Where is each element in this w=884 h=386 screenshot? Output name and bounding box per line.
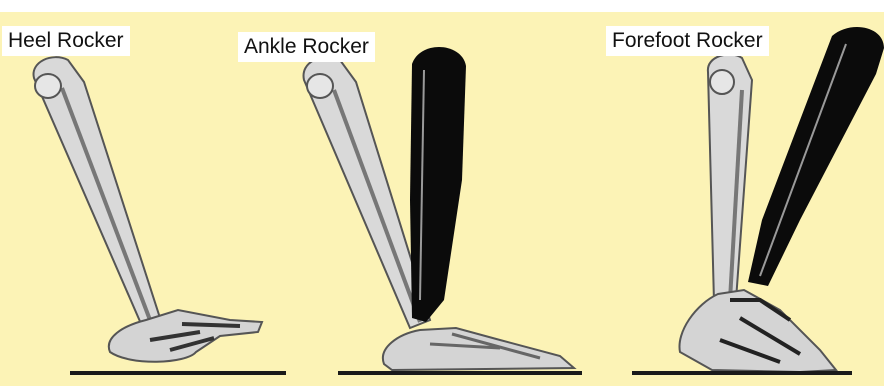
forefoot-rocker-ground: [632, 371, 852, 375]
heel-rocker-label: Heel Rocker: [2, 26, 130, 56]
heel-rocker-figure: [34, 57, 286, 375]
ankle-rocker-label: Ankle Rocker: [238, 32, 375, 62]
forefoot-rocker-foot: [679, 290, 836, 372]
ankle-rocker-calf-muscle: [410, 47, 466, 322]
ankle-rocker-foot: [383, 328, 574, 370]
heel-rocker-fibula: [62, 88, 150, 320]
forefoot-rocker-figure: [632, 27, 884, 375]
ankle-rocker-ground: [338, 371, 582, 375]
heel-rocker-ground: [70, 371, 286, 375]
forefoot-rocker-calf-muscle: [748, 27, 884, 286]
forefoot-rocker-label: Forefoot Rocker: [606, 26, 769, 56]
ankle-rocker-figure: [304, 47, 582, 375]
